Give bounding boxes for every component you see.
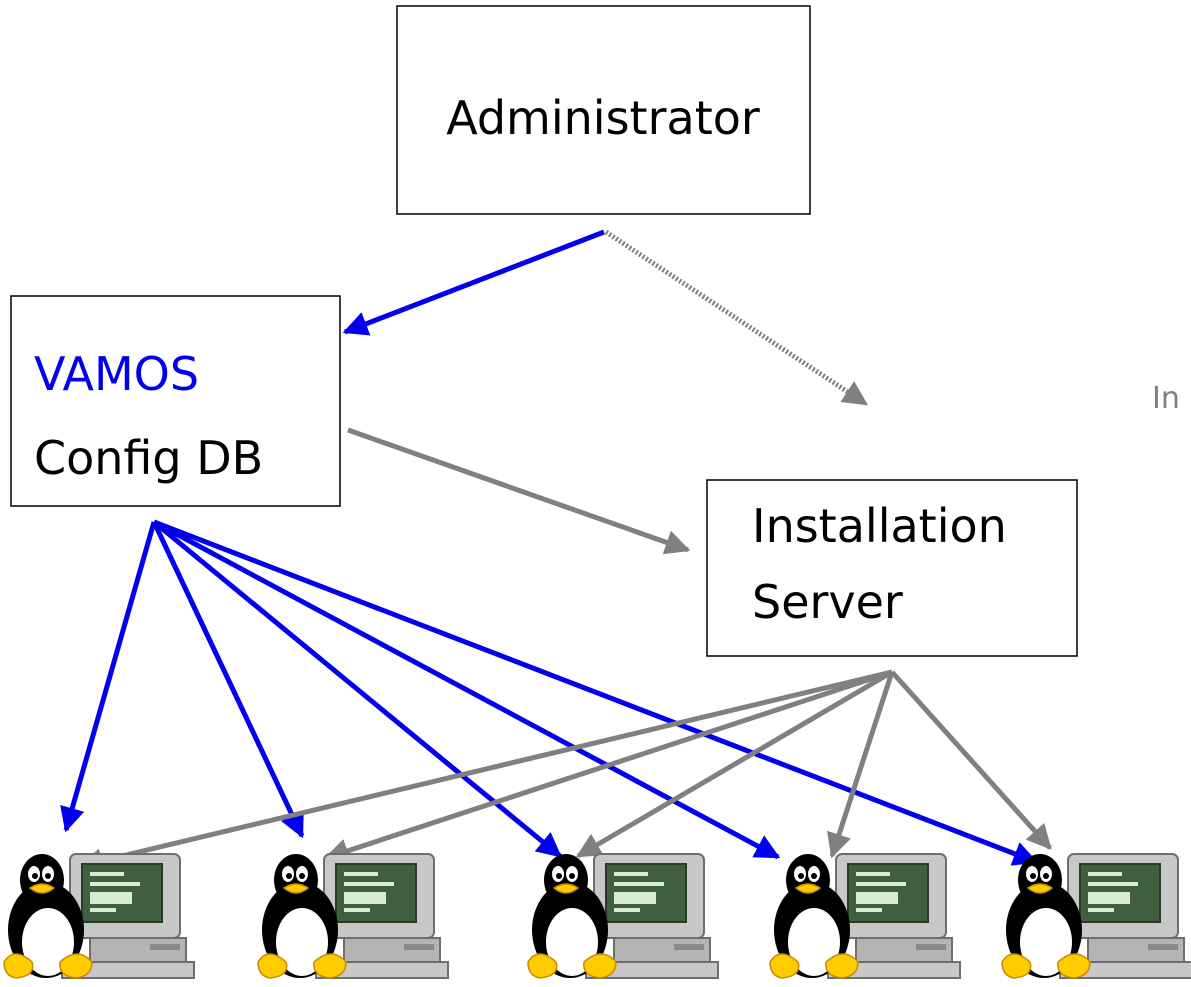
- edge-install-server-to-client-3: [575, 669, 894, 859]
- edge-admin-to-install-server: [604, 229, 869, 407]
- offscreen-label: In: [1152, 381, 1180, 416]
- edge-config-db-to-client-5: [153, 519, 1039, 866]
- edge-config-db-to-client-4: [152, 519, 781, 860]
- installation-server-title: Installation: [752, 499, 1007, 553]
- linux-penguin-computer-icon: [257, 853, 449, 979]
- config-db-node: VAMOS Config DB: [10, 295, 341, 507]
- edge-install-server-to-client-2: [323, 669, 893, 863]
- config-db-subtitle: Config DB: [34, 431, 263, 485]
- linux-penguin-computer-icon: [1001, 853, 1191, 979]
- config-db-title: VAMOS: [34, 347, 199, 401]
- installation-server-node: Installation Server: [706, 479, 1078, 657]
- edge-install-server-to-client-1: [77, 669, 893, 873]
- linux-penguin-computer-icon: [769, 853, 961, 979]
- edge-config-db-to-install-server: [347, 427, 691, 555]
- edge-install-server-to-client-5: [890, 670, 1052, 850]
- edge-config-db-to-client-2: [151, 520, 305, 839]
- edge-config-db-to-client-1: [60, 521, 157, 833]
- administrator-label: Administrator: [446, 91, 760, 145]
- linux-penguin-computer-icon: [527, 853, 719, 979]
- edge-config-db-to-client-3: [152, 520, 562, 858]
- linux-penguin-computer-icon: [3, 853, 195, 979]
- installation-server-subtitle: Server: [752, 575, 903, 629]
- administrator-node: Administrator: [396, 5, 811, 215]
- edge-install-server-to-client-4: [827, 671, 895, 859]
- client-machines: [3, 853, 1191, 979]
- edge-admin-to-config-db: [342, 229, 605, 336]
- edges: [60, 229, 1052, 873]
